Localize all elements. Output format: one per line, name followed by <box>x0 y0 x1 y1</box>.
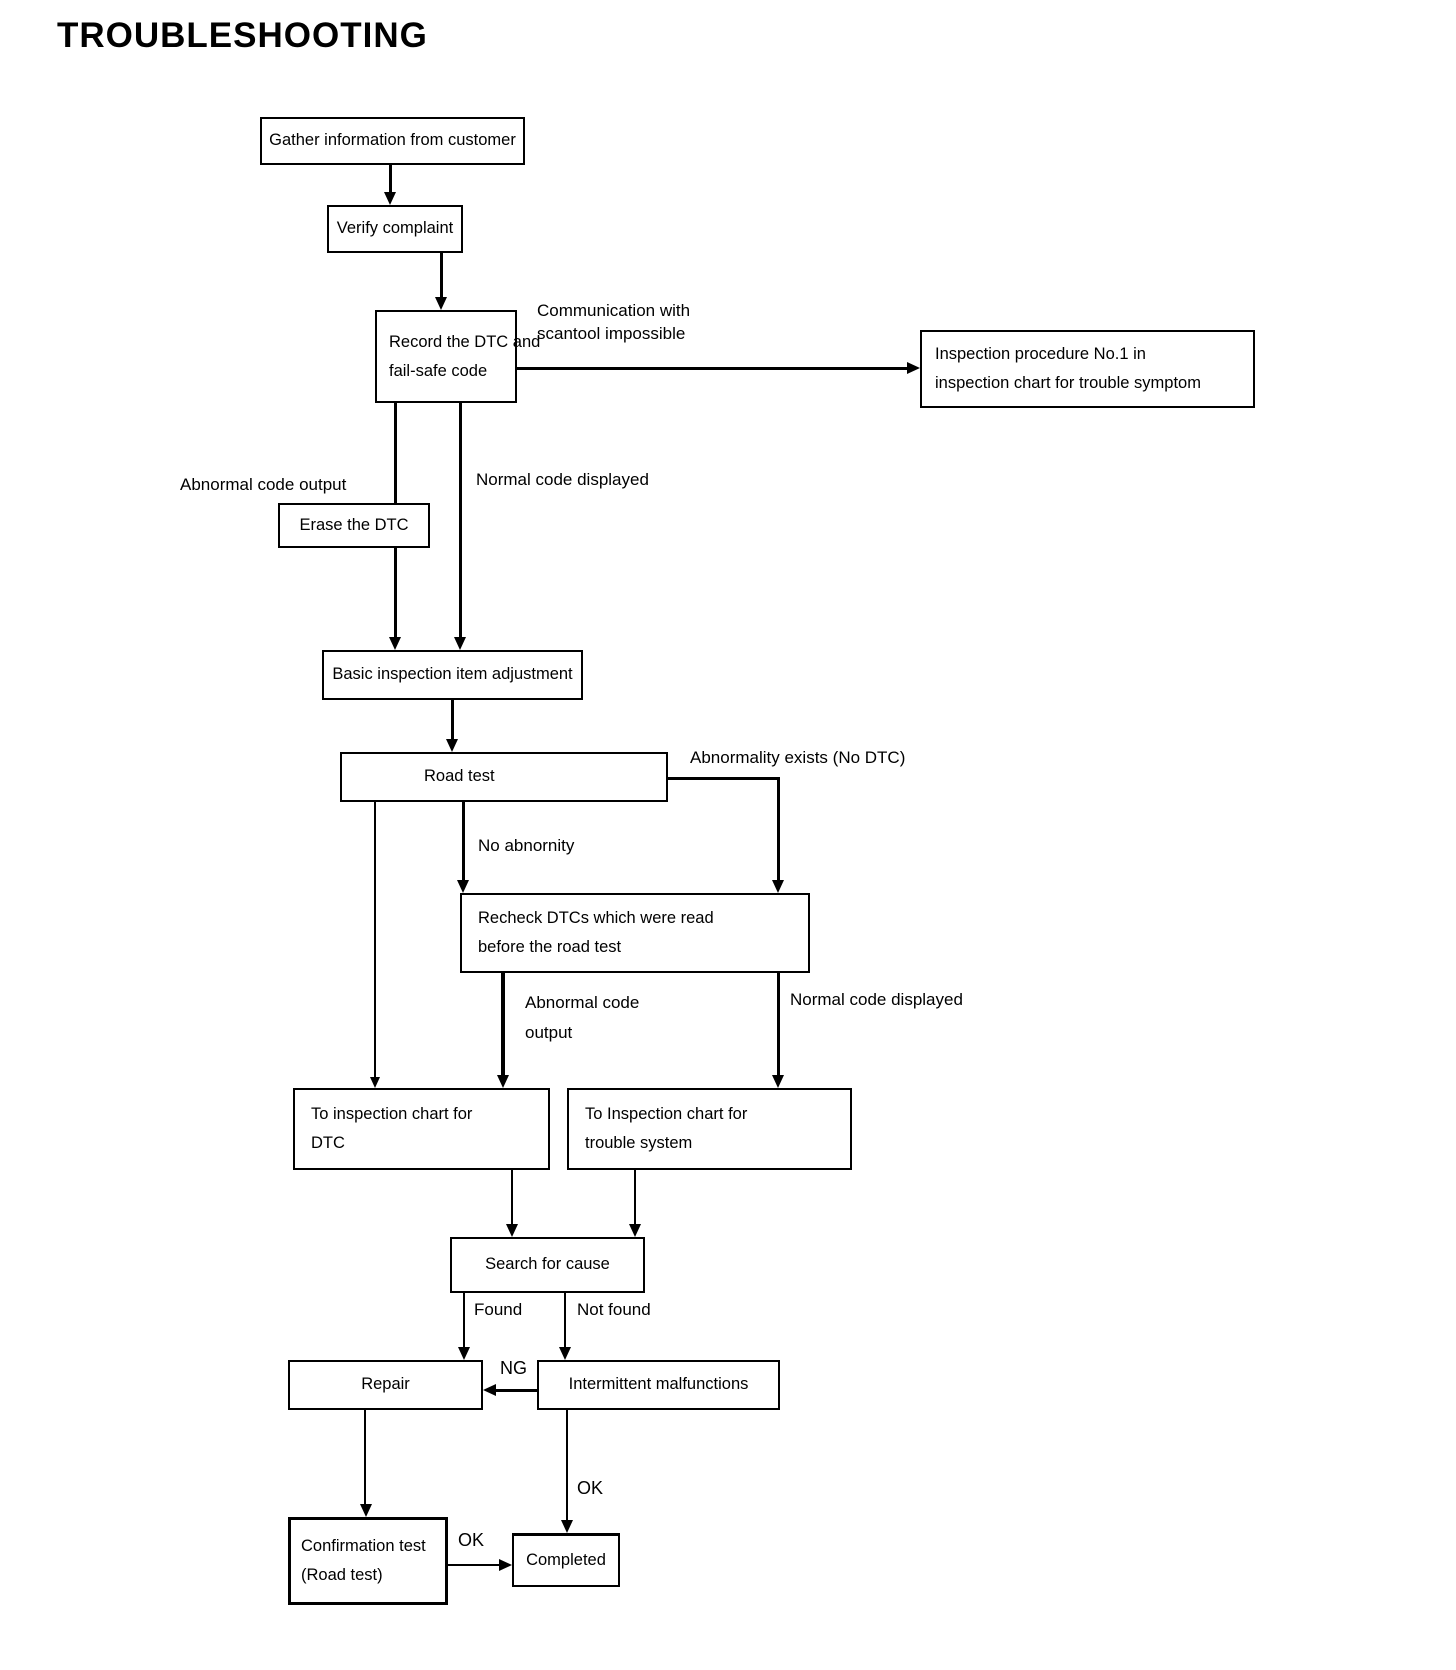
edge-recheck-charttrouble-arrowhead-icon <box>771 1075 784 1088</box>
node-label-line2: (Road test) <box>301 1566 383 1584</box>
edge-label-ok-confirmation: OK <box>458 1530 485 1550</box>
edge-basic-roadtest-line <box>450 700 454 739</box>
edge-search-repair-line <box>463 1293 465 1347</box>
edge-roadtest-chartdtc-arrowhead-icon <box>370 1077 380 1088</box>
edge-label-ok-intermittent: OK <box>577 1478 604 1498</box>
node-label-line1: To Inspection chart for <box>585 1105 748 1123</box>
edge-intermittent-repair-line <box>496 1388 537 1392</box>
node-label-line2: fail-safe code <box>389 361 488 380</box>
edge-roadtest-recheck-center-arrowhead-icon <box>456 880 469 893</box>
edge-intermittent-completed-arrowhead-icon <box>560 1520 573 1533</box>
edge-record-inspection-line <box>515 366 907 370</box>
edge-label-ng: NG <box>500 1358 527 1378</box>
edge-record-erase-line <box>393 403 397 503</box>
edge-label-no-abnormity: No abnornity <box>478 836 575 855</box>
edge-charttrouble-search-arrowhead-icon <box>628 1224 641 1237</box>
node-intermittent-malfunctions: Intermittent malfunctions <box>537 1360 780 1410</box>
node-label-line1: Inspection procedure No.1 in <box>935 345 1146 363</box>
node-search-for-cause: Search for cause <box>450 1237 645 1293</box>
edge-label-communication: Communication with scantool impossible <box>537 299 690 345</box>
node-record-dtc: Record the DTC and fail-safe code <box>375 310 540 403</box>
edge-search-intermittent-arrowhead-icon <box>558 1347 571 1360</box>
node-chart-for-dtc: To inspection chart for DTC <box>293 1088 550 1170</box>
node-completed: Completed <box>512 1533 620 1587</box>
node-confirmation-test: Confirmation test (Road test) <box>288 1517 448 1605</box>
node-label: Erase the DTC <box>299 515 409 534</box>
edge-recheck-charttrouble-line <box>776 973 780 1075</box>
node-verify-complaint: Verify complaint <box>327 205 463 253</box>
edge-charttrouble-search-line <box>634 1170 636 1224</box>
edge-label-line1: Abnormal code <box>525 993 640 1012</box>
edge-record-basic-arrowhead-icon <box>453 637 466 650</box>
node-label-line2: inspection chart for trouble symptom <box>935 374 1201 392</box>
node-label: Gather information from customer <box>269 131 516 150</box>
node-label-line2: before the road test <box>478 938 622 956</box>
node-label-line2: trouble system <box>585 1134 693 1152</box>
edge-label-not-found: Not found <box>577 1300 651 1319</box>
node-label-line1: Recheck DTCs which were read <box>478 909 714 927</box>
edge-search-intermittent-line <box>564 1293 566 1347</box>
edge-label-abnormal-code-output-1: Abnormal code output <box>180 475 347 494</box>
edge-record-basic-line <box>458 403 462 637</box>
node-label-line1: Confirmation test <box>301 1537 426 1555</box>
edge-roadtest-chartdtc-line <box>374 802 376 1077</box>
edge-roadtest-recheck-right-arrowhead-icon <box>771 880 784 893</box>
node-gather-information: Gather information from customer <box>260 117 525 165</box>
edge-search-repair-arrowhead-icon <box>457 1347 470 1360</box>
edge-label-abnormal-code-output-2: Abnormal code output <box>525 988 639 1048</box>
edge-erase-basic-line <box>393 548 397 637</box>
edge-recheck-chartdtc-line <box>501 973 505 1075</box>
node-label: Basic inspection item adjustment <box>332 665 573 684</box>
node-repair: Repair <box>288 1360 483 1410</box>
edge-gather-verify-arrowhead-icon <box>383 192 396 205</box>
node-erase-dtc: Erase the DTC <box>278 503 430 548</box>
node-inspection-procedure-no1: Inspection procedure No.1 in inspection … <box>920 330 1255 408</box>
edge-label-normal-code-displayed-2: Normal code displayed <box>790 990 963 1009</box>
node-label: Verify complaint <box>336 219 454 238</box>
edge-confirmation-completed-line <box>448 1563 499 1567</box>
edge-roadtest-recheck-right-vline <box>776 776 780 880</box>
node-label: Search for cause <box>485 1255 610 1274</box>
edge-basic-roadtest-arrowhead-icon <box>445 739 458 752</box>
node-label: Repair <box>361 1375 410 1394</box>
node-label-line1: To inspection chart for <box>311 1105 473 1123</box>
edge-verify-record-arrowhead-icon <box>434 297 447 310</box>
edge-recheck-chartdtc-arrowhead-icon <box>496 1075 509 1088</box>
edge-label-abnormality-exists: Abnormality exists (No DTC) <box>690 748 906 767</box>
edge-roadtest-recheck-right-hline <box>668 776 778 780</box>
edge-gather-verify-line <box>388 165 392 192</box>
edge-intermittent-completed-line <box>566 1410 568 1520</box>
edge-repair-confirmation-arrowhead-icon <box>360 1504 372 1517</box>
edge-roadtest-recheck-center-line <box>461 802 465 880</box>
edge-label-normal-code-displayed-1: Normal code displayed <box>476 470 649 489</box>
edge-confirmation-completed-arrowhead-icon <box>499 1558 512 1571</box>
edge-label-line2: output <box>525 1023 573 1042</box>
node-label-line2: DTC <box>311 1134 345 1152</box>
node-label-line1: Record the DTC and <box>389 332 541 351</box>
node-label: Road test <box>424 767 495 786</box>
edge-label-line2: scantool impossible <box>537 324 686 343</box>
edge-label-line1: Communication with <box>537 301 691 320</box>
edge-record-inspection-arrowhead-icon <box>907 361 920 374</box>
node-label: Intermittent malfunctions <box>568 1375 749 1394</box>
edge-label-found: Found <box>474 1300 523 1319</box>
node-label: Completed <box>526 1550 606 1569</box>
node-basic-inspection: Basic inspection item adjustment <box>322 650 583 700</box>
node-chart-for-trouble-system: To Inspection chart for trouble system <box>567 1088 852 1170</box>
edge-intermittent-repair-arrowhead-icon <box>483 1383 496 1396</box>
edge-erase-basic-arrowhead-icon <box>388 637 401 650</box>
node-recheck-dtcs: Recheck DTCs which were read before the … <box>460 893 810 973</box>
edge-verify-record-line <box>439 253 443 297</box>
edge-repair-confirmation-line <box>364 1410 366 1504</box>
node-road-test: Road test <box>340 752 668 802</box>
edge-chartdtc-search-arrowhead-icon <box>505 1224 518 1237</box>
edge-chartdtc-search-line <box>511 1170 513 1224</box>
page-title: TROUBLESHOOTING <box>57 16 428 55</box>
